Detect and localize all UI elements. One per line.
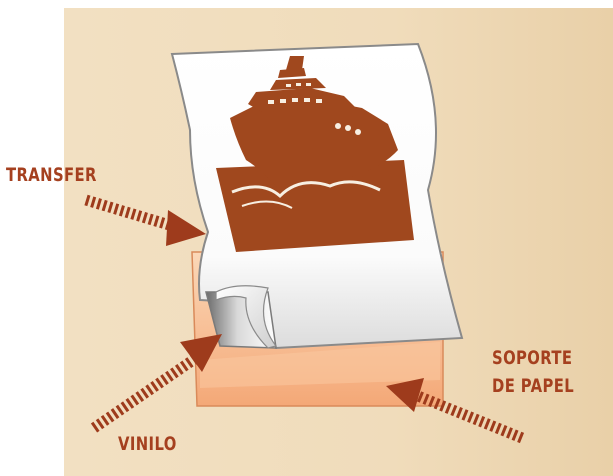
label-soporte-line2: DE PAPEL [492, 372, 574, 400]
label-soporte-line1: SOPORTE [492, 344, 574, 372]
label-soporte-de-papel: SOPORTE DE PAPEL [492, 344, 574, 400]
label-vinilo: VINILO [118, 430, 177, 458]
label-transfer: TRANSFER [6, 161, 97, 189]
